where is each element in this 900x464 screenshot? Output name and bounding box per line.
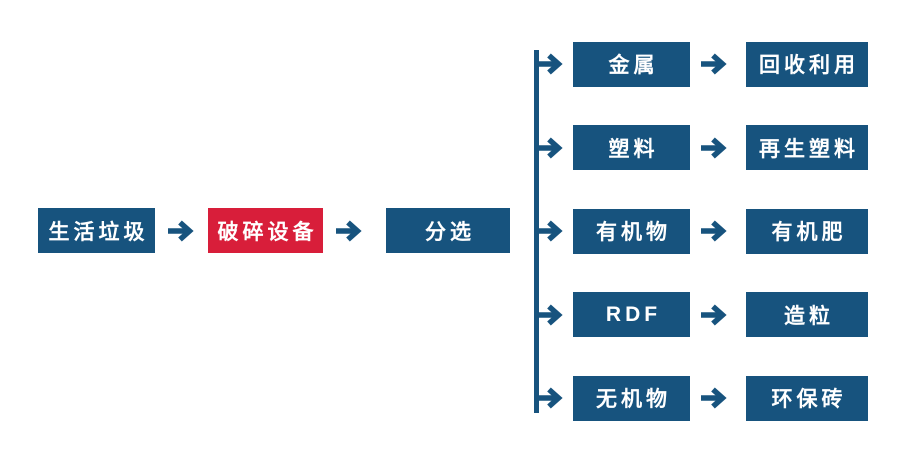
arrow-right-icon: [167, 219, 197, 243]
box-eco-brick: 环保砖: [746, 375, 868, 421]
arrow-right-icon: [700, 219, 730, 243]
box-rdf: RDF: [573, 292, 690, 337]
arrow-right-icon: [700, 386, 730, 410]
arrow-right-icon: [536, 219, 566, 243]
box-organic-fertilizer: 有机肥: [746, 208, 868, 254]
arrow-right-icon: [700, 303, 730, 327]
box-household-waste: 生活垃圾: [38, 208, 155, 253]
box-granulation: 造粒: [746, 292, 868, 337]
arrow-right-icon: [536, 386, 566, 410]
box-organic-matter: 有机物: [573, 208, 690, 254]
arrow-right-icon: [700, 52, 730, 76]
box-sorting: 分选: [386, 208, 510, 253]
branch-trunk-line: [534, 50, 539, 413]
box-inorganic-matter: 无机物: [573, 375, 690, 421]
arrow-right-icon: [536, 52, 566, 76]
box-plastic: 塑料: [573, 125, 690, 170]
arrow-right-icon: [536, 136, 566, 160]
arrow-right-icon: [700, 136, 730, 160]
box-recycling: 回收利用: [746, 41, 868, 87]
box-metal: 金属: [573, 41, 690, 87]
box-recycled-plastic: 再生塑料: [746, 125, 868, 170]
arrow-right-icon: [536, 303, 566, 327]
box-crushing-equipment: 破碎设备: [208, 208, 323, 253]
arrow-right-icon: [335, 219, 365, 243]
